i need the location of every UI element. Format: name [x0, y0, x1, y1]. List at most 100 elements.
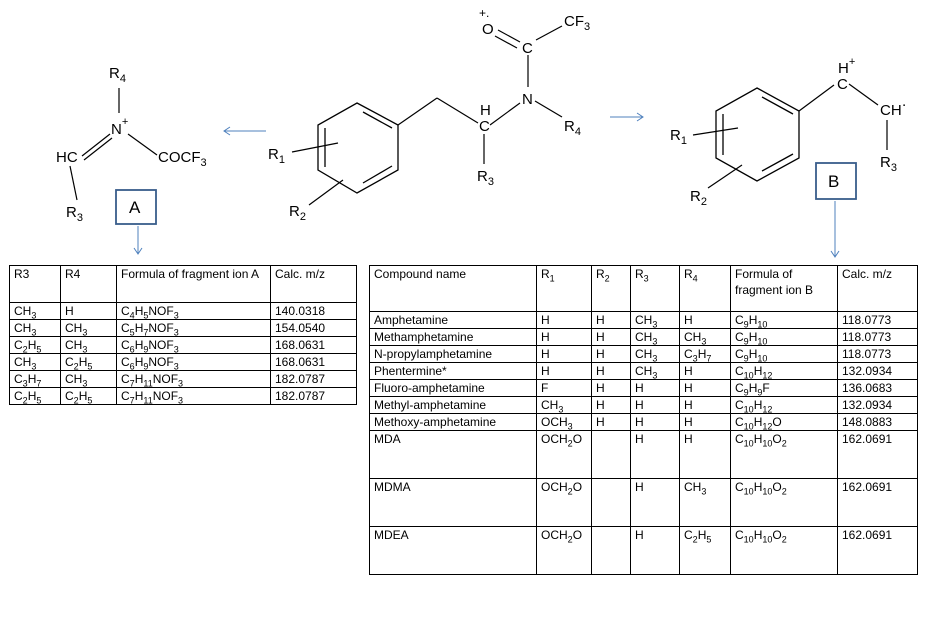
r2-label-center: R2	[289, 203, 306, 223]
h-plus-label-b: H+	[838, 56, 855, 77]
mz-cell: 162.0691	[837, 430, 918, 479]
formula-subscript: 3	[31, 327, 37, 338]
r2-cell	[591, 526, 631, 575]
formula-subscript: 3	[173, 361, 179, 372]
formula-text: H	[541, 347, 550, 361]
formula-text: OCH	[541, 480, 568, 494]
formula-cell: C10H12	[730, 396, 838, 415]
formula-text: H	[684, 381, 693, 395]
formula-subscript: 2	[22, 395, 28, 406]
n-amide-label: N	[522, 91, 533, 108]
formula-subscript: 3	[652, 353, 658, 364]
mz-cell: 132.0934	[837, 396, 918, 414]
r4-cell: H	[60, 302, 117, 320]
compound-name-cell: MDA	[369, 430, 537, 479]
formula-text: H	[684, 432, 693, 446]
formula-text: H	[753, 528, 763, 542]
mz-cell: 118.0773	[837, 328, 918, 346]
formula-text: C	[735, 347, 744, 361]
formula-text: CH	[684, 330, 702, 344]
r4-cell: C2H5	[60, 353, 117, 372]
r3-cell: CH3	[630, 345, 680, 364]
formula-subscript: 5	[36, 395, 42, 406]
mz-cell: 168.0631	[270, 336, 357, 354]
r1-cell: CH3	[536, 396, 592, 415]
formula-text: O	[772, 432, 782, 446]
formula-subscript: 3	[178, 378, 184, 389]
mz-cell: 140.0318	[270, 302, 357, 320]
formula-cell: C10H12	[730, 362, 838, 380]
formula-text: OCH	[541, 432, 568, 446]
formula-subscript: 10	[743, 404, 754, 415]
r4-cell: CH3	[679, 328, 731, 346]
r3-cell: CH3	[630, 328, 680, 346]
formula-text: CH	[65, 321, 83, 335]
formula-text: H	[541, 330, 550, 344]
table-b-header-cell: R2	[591, 265, 631, 312]
compound-name-cell: MDEA	[369, 526, 537, 575]
table-a-header-cell: R3	[9, 265, 61, 303]
table-b-header-cell: R3	[630, 265, 680, 312]
label-b: B	[828, 172, 839, 191]
formula-text: C	[121, 389, 130, 403]
mz-cell: 132.0934	[837, 362, 918, 380]
mz-cell: 136.0683	[837, 379, 918, 397]
formula-text: CH	[14, 321, 32, 335]
formula-text: H	[635, 381, 644, 395]
r1-cell: H	[536, 328, 592, 346]
formula-subscript: 3	[652, 319, 658, 330]
r1-cell: OCH3	[536, 413, 592, 431]
formula-text: H	[753, 480, 763, 494]
cf3-label: CF3	[564, 13, 590, 33]
formula-cell: C10H10O2	[730, 526, 838, 575]
formula-text: H	[635, 432, 644, 446]
formula-text: C	[684, 347, 693, 361]
compound-name-cell: Methamphetamine	[369, 328, 537, 346]
compound-name-cell: Methoxy-amphetamine	[369, 413, 537, 431]
formula-text: C	[14, 389, 23, 403]
formula-cell: C10H12O	[730, 413, 838, 431]
formula-text: C	[735, 432, 744, 446]
label-a: A	[129, 198, 141, 217]
compound-name-cell: Phentermine*	[369, 362, 537, 380]
formula-text: O	[772, 415, 782, 429]
formula-text: H	[684, 415, 693, 429]
c-label-b: C	[837, 76, 848, 93]
formula-subscript: 11	[143, 378, 153, 389]
r1-cell: OCH2O	[536, 430, 592, 479]
formula-cell: C9H10	[730, 311, 838, 329]
formula-text: C	[735, 381, 744, 395]
formula-subscript: 3	[692, 353, 698, 364]
formula-text: NOF	[148, 321, 174, 335]
r2-cell: H	[591, 362, 631, 380]
mz-cell: 182.0787	[270, 387, 357, 405]
formula-text: C	[14, 372, 23, 386]
compound-name-cell: Methyl-amphetamine	[369, 396, 537, 414]
formula-text: H	[596, 398, 605, 412]
formula-subscript: 3	[558, 404, 564, 415]
formula-subscript: 10	[762, 534, 773, 545]
compound-name-cell: N-propylamphetamine	[369, 345, 537, 363]
formula-text: H	[596, 330, 605, 344]
r3-label-b: R3	[880, 154, 897, 174]
formula-text: C	[121, 372, 130, 386]
formula-subscript: 5	[87, 361, 93, 372]
formula-subscript: 2	[73, 361, 79, 372]
r4-cell: H	[679, 430, 731, 479]
formula-text: H	[753, 398, 763, 412]
n-plus-label: N+	[111, 116, 128, 138]
formula-subscript: 3	[82, 378, 88, 389]
formula-text: H	[134, 304, 144, 318]
formula-text: CH	[635, 364, 653, 378]
formula-subscript: 7	[706, 353, 712, 364]
